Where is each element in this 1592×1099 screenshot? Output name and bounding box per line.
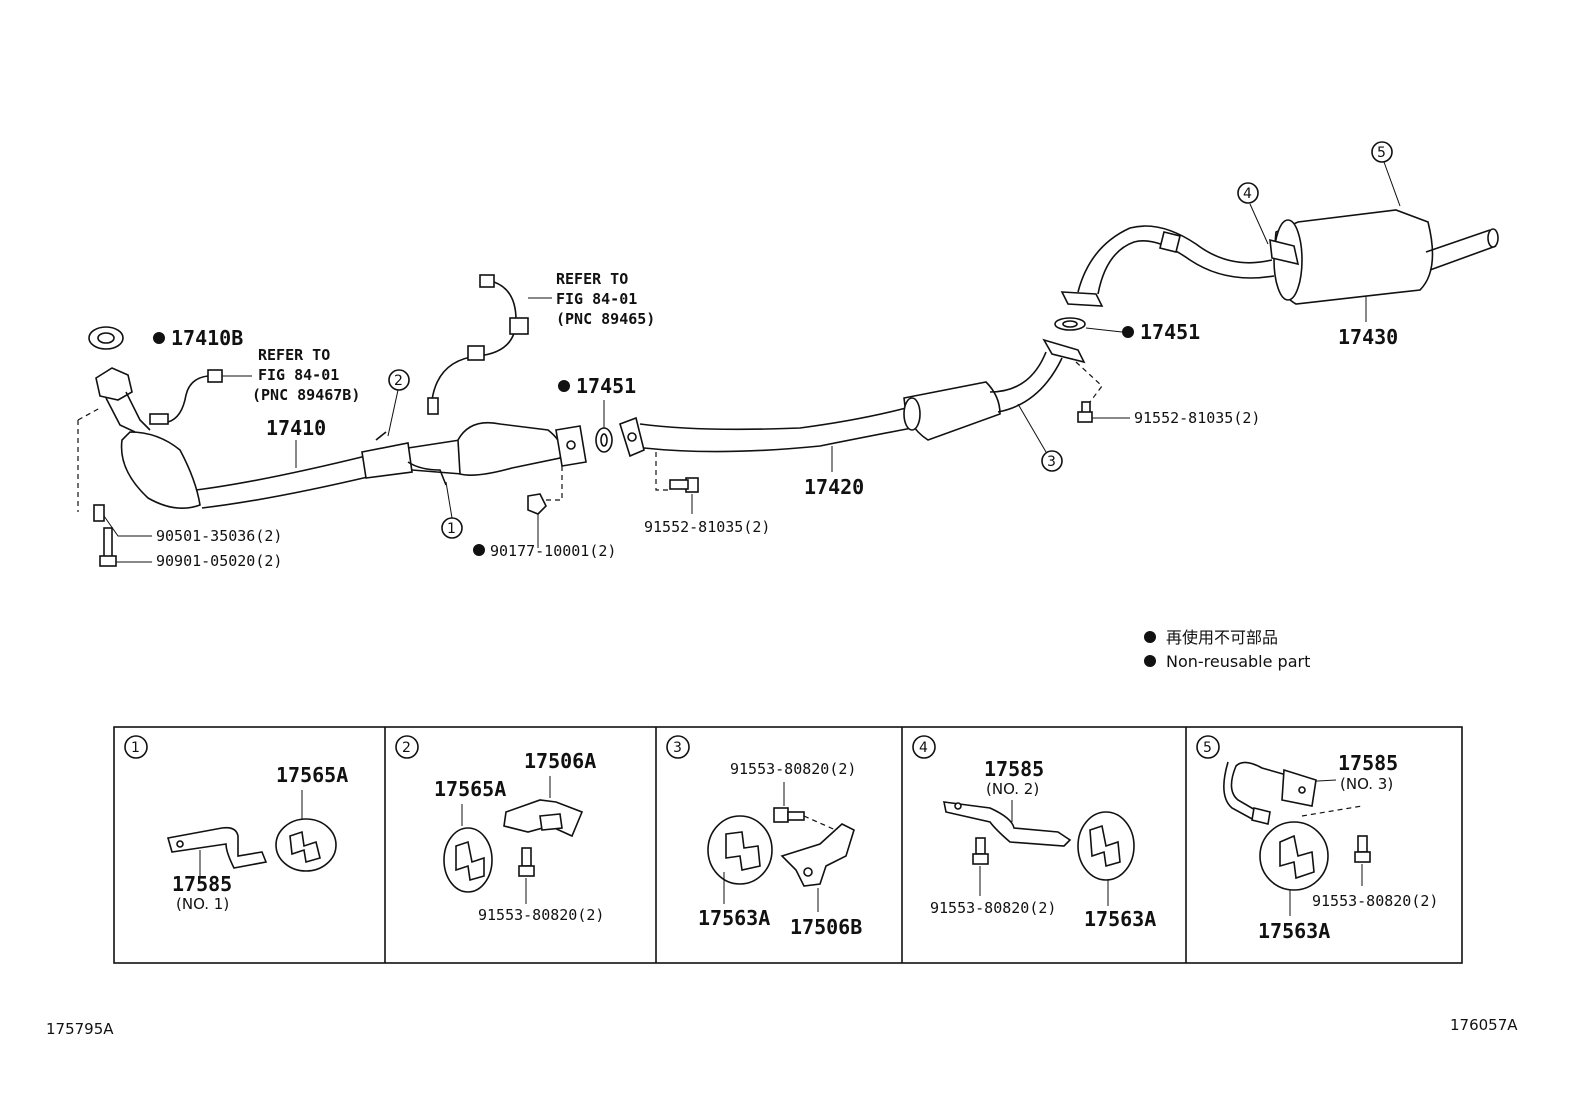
- ref-rear-line1: REFER TO: [556, 270, 628, 288]
- detail-panel-4: 4 17585 (NO. 2) 17563A 91553-80820(2): [912, 735, 1156, 931]
- panel-3-part-b: 17563A: [698, 906, 770, 930]
- hanger-bracket: [503, 799, 584, 838]
- label-91552b: 91552-81035(2): [1134, 409, 1260, 427]
- panel-1-num: 1: [131, 740, 140, 756]
- svg-text:2: 2: [394, 373, 403, 389]
- panel-4-part-a: 17585: [984, 757, 1044, 781]
- rubber-hanger: [707, 815, 773, 885]
- bolt: [1354, 835, 1371, 863]
- rubber-hanger: [1077, 811, 1135, 881]
- panel-5-part-a-sub: (NO. 3): [1340, 775, 1393, 793]
- non-reusable-mark: [473, 544, 485, 556]
- legend-en: Non-reusable part: [1166, 652, 1310, 671]
- detail-panels-frame: [113, 726, 1463, 964]
- panel-4-num: 4: [919, 740, 928, 756]
- svg-text:4: 4: [1243, 186, 1252, 202]
- ref-front-line3: (PNC 89467B): [252, 386, 360, 404]
- legend-dot: [1144, 655, 1156, 667]
- detail-panel-2: 2 17565A 17506A 91553-80820(2): [395, 735, 604, 924]
- nut-90177: [527, 493, 547, 515]
- label-17430: 17430: [1338, 325, 1398, 349]
- ref-front-line2: FIG 84-01: [258, 366, 339, 384]
- panel-1-part-a: 17565A: [276, 763, 348, 787]
- label-17451b: 17451: [1140, 320, 1200, 344]
- label-17410: 17410: [266, 416, 326, 440]
- panel-2-part-b: 17506A: [524, 749, 596, 773]
- label-17420: 17420: [804, 475, 864, 499]
- label-17451a: 17451: [576, 374, 636, 398]
- panel-1-part-b-sub: (NO. 1): [176, 895, 229, 913]
- panel-5-num: 5: [1203, 740, 1212, 756]
- ref-rear-line3: (PNC 89465): [556, 310, 655, 328]
- bolt: [518, 847, 535, 877]
- panel-2-num: 2: [402, 740, 411, 756]
- svg-text:3: 3: [1047, 454, 1056, 470]
- rubber-hanger: [443, 827, 493, 893]
- detail-panel-5: 5 17585 (NO. 3) 17563A 91553-80820(2): [1196, 735, 1438, 943]
- stud-bolt: [93, 504, 105, 522]
- panel-4-part-c: 17563A: [1084, 907, 1156, 931]
- label-90501: 90501-35036(2): [156, 527, 282, 545]
- panel-5-part-c: 17563A: [1258, 919, 1330, 943]
- gasket-17451-rear: [1054, 317, 1086, 331]
- label-91552a: 91552-81035(2): [644, 518, 770, 536]
- non-reusable-mark: [153, 332, 165, 344]
- hanger-bracket: [942, 801, 1072, 847]
- label-90901: 90901-05020(2): [156, 552, 282, 570]
- gasket-17410B: [88, 326, 124, 350]
- panel-3-part-c: 17506B: [790, 915, 862, 939]
- rubber-hanger: [1259, 821, 1329, 891]
- non-reusable-mark: [558, 380, 570, 392]
- oxygen-sensor-front: [149, 369, 252, 425]
- legend-jp: 再使用不可部品: [1166, 628, 1278, 647]
- hanger-bracket: [166, 826, 268, 869]
- panel-5-part-b: 91553-80820(2): [1312, 892, 1438, 910]
- panel-4-part-b: 91553-80820(2): [930, 899, 1056, 917]
- callout-3: 3: [1017, 403, 1063, 472]
- panel-3-num: 3: [673, 740, 682, 756]
- panel-1-part-b: 17585: [172, 872, 232, 896]
- panel-2-part-a: 17565A: [434, 777, 506, 801]
- panel-2-part-c: 91553-80820(2): [478, 906, 604, 924]
- detail-panel-3: 3 91553-80820(2) 17563A 17506B: [666, 735, 862, 939]
- hanger-bracket: [1223, 761, 1317, 825]
- detail-panel-1: 1 17565A 17585 (NO. 1): [124, 735, 348, 913]
- svg-text:1: 1: [447, 521, 456, 537]
- ref-front-line1: REFER TO: [258, 346, 330, 364]
- bolt-91552-rear: [1077, 401, 1093, 423]
- panel-4-part-a-sub: (NO. 2): [986, 780, 1039, 798]
- tailpipe-muffler-17430: [1060, 209, 1499, 307]
- callout-1: 1: [441, 481, 463, 539]
- callout-4: 4: [1237, 182, 1269, 245]
- callout-5: 5: [1371, 141, 1401, 207]
- gasket-17451-front: [595, 427, 613, 453]
- oxygen-sensor-rear: [427, 274, 552, 415]
- rubber-hanger: [275, 818, 337, 872]
- bolt: [972, 837, 989, 865]
- ref-rear-line2: FIG 84-01: [556, 290, 637, 308]
- legend-dot: [1144, 631, 1156, 643]
- label-17410B: 17410B: [171, 326, 243, 350]
- footer-left-code: 175795A: [46, 1020, 114, 1038]
- front-pipe-17410: [95, 367, 587, 510]
- callout-2: 2: [387, 369, 410, 437]
- nut-bolt: [99, 527, 117, 567]
- svg-text:5: 5: [1377, 145, 1386, 161]
- panel-5-part-a: 17585: [1338, 751, 1398, 775]
- hanger-bracket: [780, 823, 855, 887]
- footer-right-code: 176057A: [1450, 1016, 1518, 1034]
- non-reusable-mark: [1122, 326, 1134, 338]
- bolt: [773, 807, 805, 823]
- label-90177: 90177-10001(2): [490, 542, 616, 560]
- bolt-91552-front: [669, 477, 699, 493]
- center-pipe-17420: [619, 338, 1086, 458]
- panel-3-part-a: 91553-80820(2): [730, 760, 856, 778]
